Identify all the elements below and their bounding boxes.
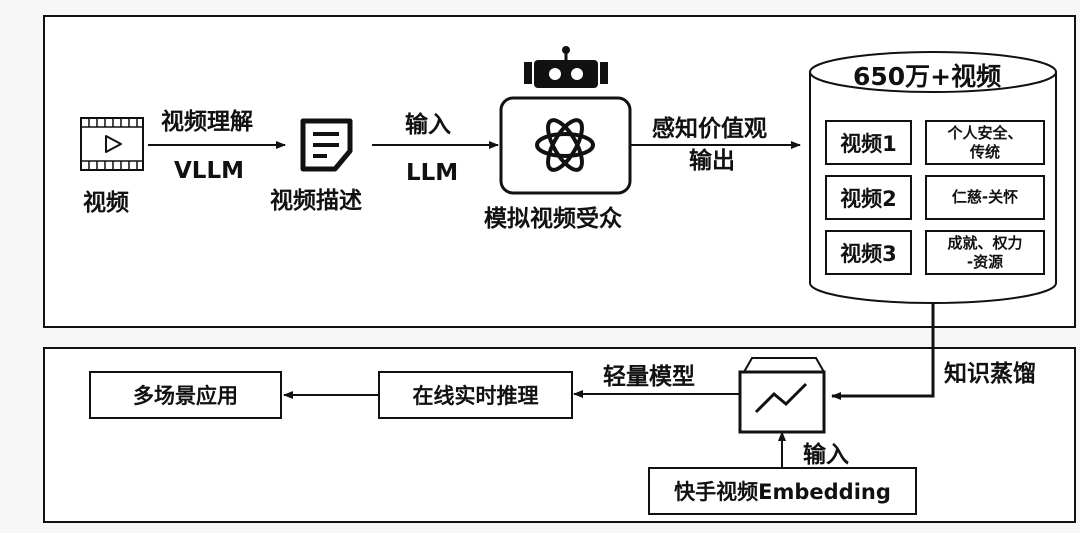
online-inference-box: 在线实时推理 <box>378 371 573 419</box>
document-icon <box>300 118 353 172</box>
db-row-1-values: 个人安全、 传统 <box>925 120 1045 165</box>
db-row-1-video: 视频1 <box>825 120 912 165</box>
kuaishou-embedding-box: 快手视频Embedding <box>648 467 917 515</box>
video-film-icon <box>80 117 144 171</box>
database-title: 650万+视频 <box>853 62 1002 91</box>
ai-logo-icon <box>535 118 595 172</box>
video-description-label: 视频描述 <box>270 188 362 214</box>
llm-label: LLM <box>406 160 459 186</box>
db-row-2-values: 仁慈-关怀 <box>925 175 1045 220</box>
vllm-label: VLLM <box>174 158 244 184</box>
db-row-2-video: 视频2 <box>825 175 912 220</box>
output-label: 输出 <box>689 148 735 174</box>
input-label-bottom: 输入 <box>803 442 849 468</box>
input-label-top: 输入 <box>405 112 451 138</box>
arrow-distill <box>831 300 935 400</box>
video-understanding-label: 视频理解 <box>161 109 253 135</box>
robot-icon <box>524 46 608 88</box>
lightweight-model-label: 轻量模型 <box>603 364 695 390</box>
llm-model-box <box>499 96 632 195</box>
model-cube-icon <box>738 357 826 434</box>
db-row-3-values: 成就、权力 -资源 <box>925 230 1045 275</box>
multi-scenario-apps-box: 多场景应用 <box>89 371 282 419</box>
simulated-audience-label: 模拟视频受众 <box>484 206 622 232</box>
video-label: 视频 <box>83 190 129 216</box>
perceive-values-label: 感知价值观 <box>652 116 767 142</box>
knowledge-distillation-label: 知识蒸馏 <box>944 361 1036 387</box>
db-row-3-video: 视频3 <box>825 230 912 275</box>
